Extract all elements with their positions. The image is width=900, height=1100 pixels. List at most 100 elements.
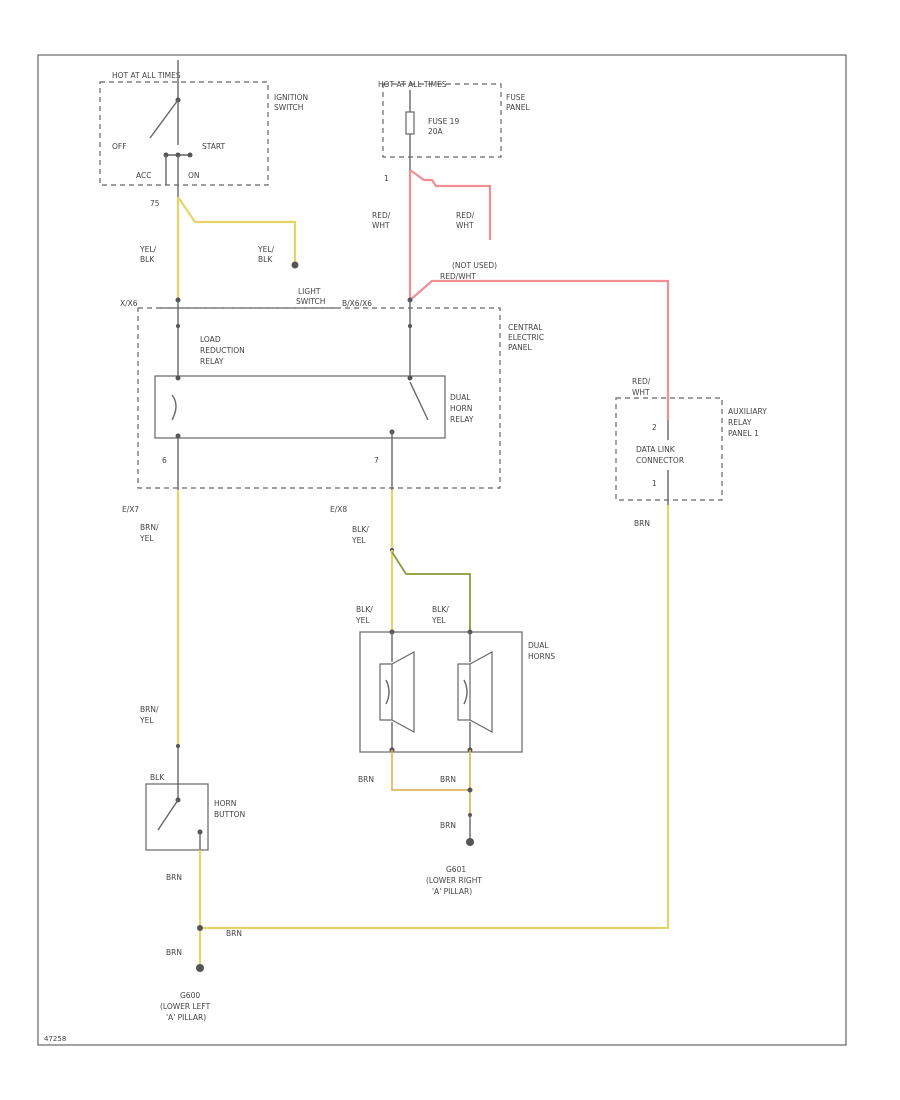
ground-g601 (466, 838, 474, 846)
figure-id: 47258 (44, 1035, 66, 1043)
blk-yel-label-1b: YEL (351, 536, 366, 545)
ignition-acc-label: ACC (136, 171, 151, 180)
brn-yel-label-1a: BRN/ (140, 523, 159, 532)
yel-blk-label-1a: YEL/ (139, 245, 156, 254)
g-left-label-3: 'A' PILLAR) (166, 1013, 206, 1022)
brn-label-1: BRN (166, 873, 182, 882)
aux-panel-label-2: RELAY (728, 418, 752, 427)
fuse-panel-label-2: PANEL (506, 103, 531, 112)
horn-button-label-1: HORN (214, 799, 236, 808)
central-right-node (408, 324, 412, 328)
relay-body (154, 375, 446, 439)
brn-horn-label-2: BRN (440, 775, 456, 784)
brn-horn-label-1: BRN (358, 775, 374, 784)
brn-yel-label-2b: YEL (139, 716, 154, 725)
fuse-panel-box (382, 83, 502, 158)
data-link-pin-1-label: 1 (652, 479, 657, 488)
red-wht-label-1a: RED/ (372, 211, 391, 220)
auxiliary-relay-panel-box (615, 397, 723, 501)
fuse-hot-label: HOT AT ALL TIMES (378, 80, 447, 89)
g-right-label-2: (LOWER RIGHT (426, 876, 482, 885)
connector-x-left: X/X6 (120, 299, 138, 308)
brn-wire-to-data-link (200, 505, 670, 930)
blk-yel-wire-horn2 (391, 551, 471, 632)
central-left-node (176, 324, 180, 328)
yel-blk-branch-end (291, 261, 299, 269)
ignition-switch-arm (149, 99, 179, 139)
horn-1-symbol (379, 650, 415, 734)
red-wht-label-3a: RED/ (632, 377, 651, 386)
central-panel-label-3: PANEL (508, 343, 533, 352)
blk-yel-label-3b: YEL (431, 616, 446, 625)
horn-relay-label-2: HORN (450, 404, 472, 413)
central-panel-label-2: ELECTRIC (508, 333, 544, 342)
terminal-75-label: 75 (150, 199, 160, 208)
g-left-label-1: G600 (180, 991, 200, 1000)
load-relay-pin-top (175, 375, 181, 381)
brn-yel-label-2a: BRN/ (140, 705, 159, 714)
ignition-start-contact (187, 152, 193, 158)
brn-label-3: BRN (166, 948, 182, 957)
aux-panel-label-1: AUXILIARY (728, 407, 767, 416)
horn-ground-splice (467, 787, 473, 793)
yel-blk-wire-branch (177, 196, 297, 262)
horn-button-label-2: BUTTON (214, 810, 245, 819)
dual-horns-box (359, 631, 523, 753)
ignition-hot-label: HOT AT ALL TIMES (112, 71, 181, 80)
load-relay-label-2: REDUCTION (200, 346, 245, 355)
horn-button-box (145, 783, 209, 851)
connector-e-left: E/X7 (122, 505, 139, 514)
central-panel-label-1: CENTRAL (508, 323, 543, 332)
brn-yel-label-1b: YEL (139, 534, 154, 543)
brn-splice (197, 925, 203, 931)
yel-blk-label-1b: BLK (140, 255, 155, 264)
ground-g600 (196, 964, 204, 972)
terminal-6-label: 6 (162, 456, 167, 465)
data-link-pin-2-label: 2 (652, 423, 657, 432)
fuse-19 (405, 111, 415, 135)
horn-button-contact-dot (197, 829, 203, 835)
red-wht-label-3b: WHT (632, 388, 650, 397)
outer-frame (37, 54, 847, 1046)
terminal-7-label: 7 (374, 456, 379, 465)
horn-relay-switch-arm (409, 381, 429, 421)
brn-aux-label: BRN (634, 519, 650, 528)
red-wht-label-2b: WHT (456, 221, 474, 230)
yel-blk-label-2b: BLK (258, 255, 273, 264)
blk-yel-label-2b: YEL (355, 616, 370, 625)
terminal-one-label: 1 (384, 174, 389, 183)
red-wht-label-2a: RED/ (456, 211, 475, 220)
horn-button-connector (176, 744, 180, 748)
connector-x-right: B/X6/X6 (342, 299, 372, 308)
ignition-switch-label-2: SWITCH (274, 103, 303, 112)
g-left-label-2: (LOWER LEFT (160, 1002, 211, 1011)
blk-yel-label-3a: BLK/ (432, 605, 449, 614)
blk-yel-label-2a: BLK/ (356, 605, 373, 614)
dual-horns-label-2: HORNS (528, 652, 555, 661)
not-used-label-1: (NOT USED) (452, 261, 497, 270)
ignition-start-label: START (202, 142, 226, 151)
yel-blk-label-2a: YEL/ (257, 245, 274, 254)
load-relay-coil (171, 394, 177, 421)
light-switch-label-2: SWITCH (296, 297, 325, 306)
data-link-label-2: CONNECTOR (636, 456, 684, 465)
aux-panel-label-3: PANEL 1 (728, 429, 759, 438)
ignition-switch-box (99, 81, 269, 186)
central-electric-panel-box (137, 307, 501, 489)
horn-2-symbol (457, 650, 493, 734)
red-wht-wire-to-data-link (409, 279, 670, 420)
not-used-label-2: RED/WHT (440, 272, 476, 281)
data-link-label-1: DATA LINK (636, 445, 676, 454)
red-wht-wire-branch (409, 169, 492, 240)
ignition-off-label: OFF (112, 142, 127, 151)
g-right-label-3: 'A' PILLAR) (432, 887, 472, 896)
load-relay-label-1: LOAD (200, 335, 221, 344)
light-switch-label-1: LIGHT (298, 287, 321, 296)
ignition-switch-label-1: IGNITION (274, 93, 308, 102)
fuse-panel-label-1: FUSE (506, 93, 526, 102)
ignition-on-label: ON (188, 171, 200, 180)
load-relay-label-3: RELAY (200, 357, 224, 366)
fuse-label-1: FUSE 19 (428, 117, 459, 126)
